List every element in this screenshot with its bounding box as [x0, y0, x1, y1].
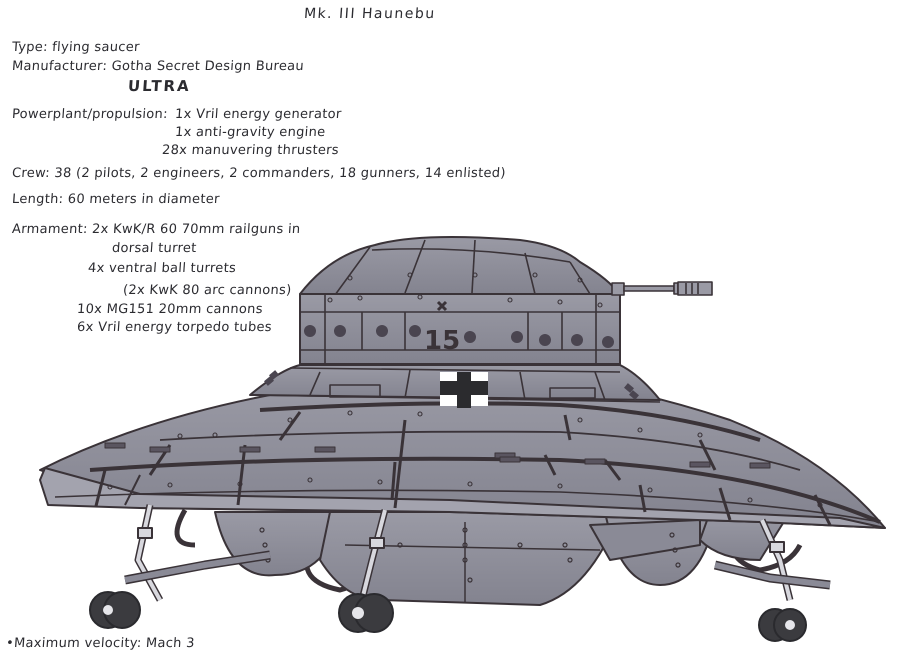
upper-hull-panels [254, 367, 661, 403]
dorsal-turret-dome [299, 235, 621, 296]
landing-gear-center [338, 509, 394, 633]
landing-gear-left [89, 504, 271, 629]
turret-base-panels [300, 294, 620, 364]
hull-number: 15 [424, 326, 460, 356]
turret-gun-ports [304, 325, 614, 348]
lower-hull [214, 511, 791, 606]
disc-rivets [107, 272, 823, 508]
disc-slots [104, 442, 771, 469]
dorsal-turret-base [299, 293, 621, 365]
turret-emblem [436, 300, 448, 312]
landing-gear-right [713, 518, 831, 642]
railgun-barrel [611, 281, 713, 296]
balkenkreuz-insignia [440, 372, 488, 408]
disc-panel-lines [54, 401, 881, 526]
